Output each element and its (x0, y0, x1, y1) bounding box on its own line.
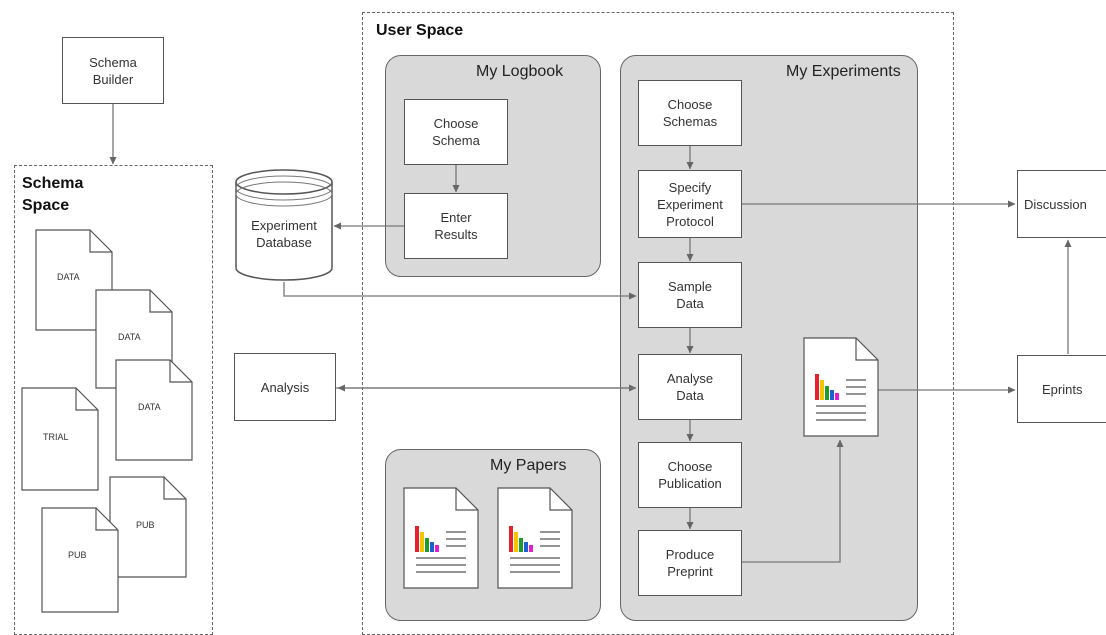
analysis-box: Analysis (234, 353, 336, 421)
data-document-3 (115, 359, 193, 461)
eprints-box: Eprints (1017, 355, 1106, 423)
produce-preprint-box: Produce Preprint (638, 530, 742, 596)
data-document-3-label: DATA (138, 402, 161, 412)
pub-document-1-label: PUB (136, 520, 155, 530)
experiment-database-cylinder (235, 169, 333, 281)
sample-data-box: Sample Data (638, 262, 742, 328)
my-experiments-title: My Experiments (786, 63, 901, 80)
data-document-1-label: DATA (57, 272, 80, 282)
preprint-document-icon (803, 337, 879, 437)
data-document-2-label: DATA (118, 332, 141, 342)
paper-document-icon-2 (497, 487, 573, 589)
connector-database-to-sample (283, 282, 637, 300)
trial-document-label: TRIAL (43, 432, 69, 442)
my-logbook-title: My Logbook (476, 63, 564, 80)
discussion-box: Discussion (1017, 170, 1106, 238)
paper-document-icon-1 (403, 487, 479, 589)
trial-document (21, 387, 99, 491)
choose-schemas-box: Choose Schemas (638, 80, 742, 146)
schema-builder-box: Schema Builder (62, 37, 164, 104)
my-experiments-panel (620, 55, 918, 621)
pub-document-2 (41, 507, 119, 613)
specify-protocol-box: Specify Experiment Protocol (638, 170, 742, 238)
enter-results-box: Enter Results (404, 193, 508, 259)
experiment-database-label: Experiment Database (251, 218, 317, 250)
user-space-title: User Space (376, 22, 464, 39)
my-papers-title: My Papers (490, 457, 567, 474)
pub-document-2-label: PUB (68, 550, 87, 560)
analyse-data-box: Analyse Data (638, 354, 742, 420)
choose-schema-box: Choose Schema (404, 99, 508, 165)
schema-space-title: Schema Space (22, 175, 84, 214)
connector-preprint-to-document (742, 439, 844, 563)
choose-publication-box: Choose Publication (638, 442, 742, 508)
